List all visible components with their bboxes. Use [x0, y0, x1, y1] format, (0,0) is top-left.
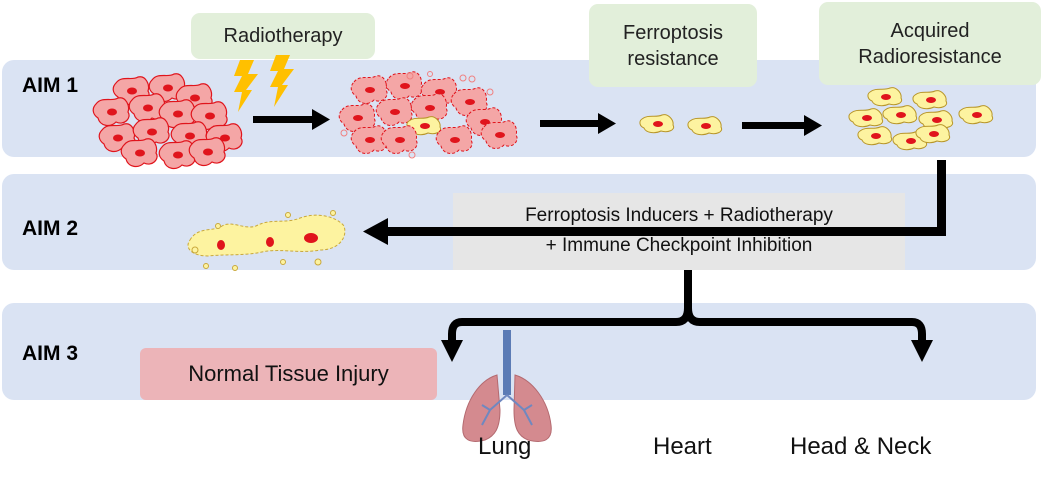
aim1-label: AIM 1 — [22, 74, 79, 97]
radiotherapy-label: Radiotherapy — [191, 13, 375, 59]
lightning-icon — [234, 55, 294, 112]
organ-label-heart: Heart — [653, 433, 712, 460]
treatment-line-2: + Immune Checkpoint Inhibition — [545, 235, 813, 256]
treatment-line-1: Ferroptosis Inducers + Radiotherapy — [525, 205, 833, 226]
organ-label-head-neck: Head & Neck — [790, 433, 932, 460]
ferroptosis-resistance-label: Ferroptosis resistance — [589, 4, 757, 87]
arrow-head-left — [441, 340, 463, 362]
aim2-label: AIM 2 — [22, 217, 79, 240]
radioresistant-cells — [848, 87, 994, 151]
arrow-1 — [253, 109, 330, 130]
arrow-2 — [540, 113, 616, 134]
lung-icon — [462, 330, 552, 442]
aim3-label: AIM 3 — [22, 342, 79, 365]
tumor-cells — [92, 73, 243, 170]
surviving-cells — [639, 114, 723, 136]
arrow-to-aim3 — [448, 270, 926, 346]
arrow-head-right — [911, 340, 933, 362]
acquired-radioresistance-label: Acquired Radioresistance — [819, 2, 1041, 85]
dying-cells — [187, 210, 346, 271]
organ-label-lung: Lung — [478, 433, 532, 460]
arrow-3 — [742, 115, 822, 136]
arrow-to-aim2 — [363, 160, 946, 245]
irradiated-cells — [338, 71, 518, 159]
normal-tissue-injury-box: Normal Tissue Injury — [140, 348, 437, 400]
